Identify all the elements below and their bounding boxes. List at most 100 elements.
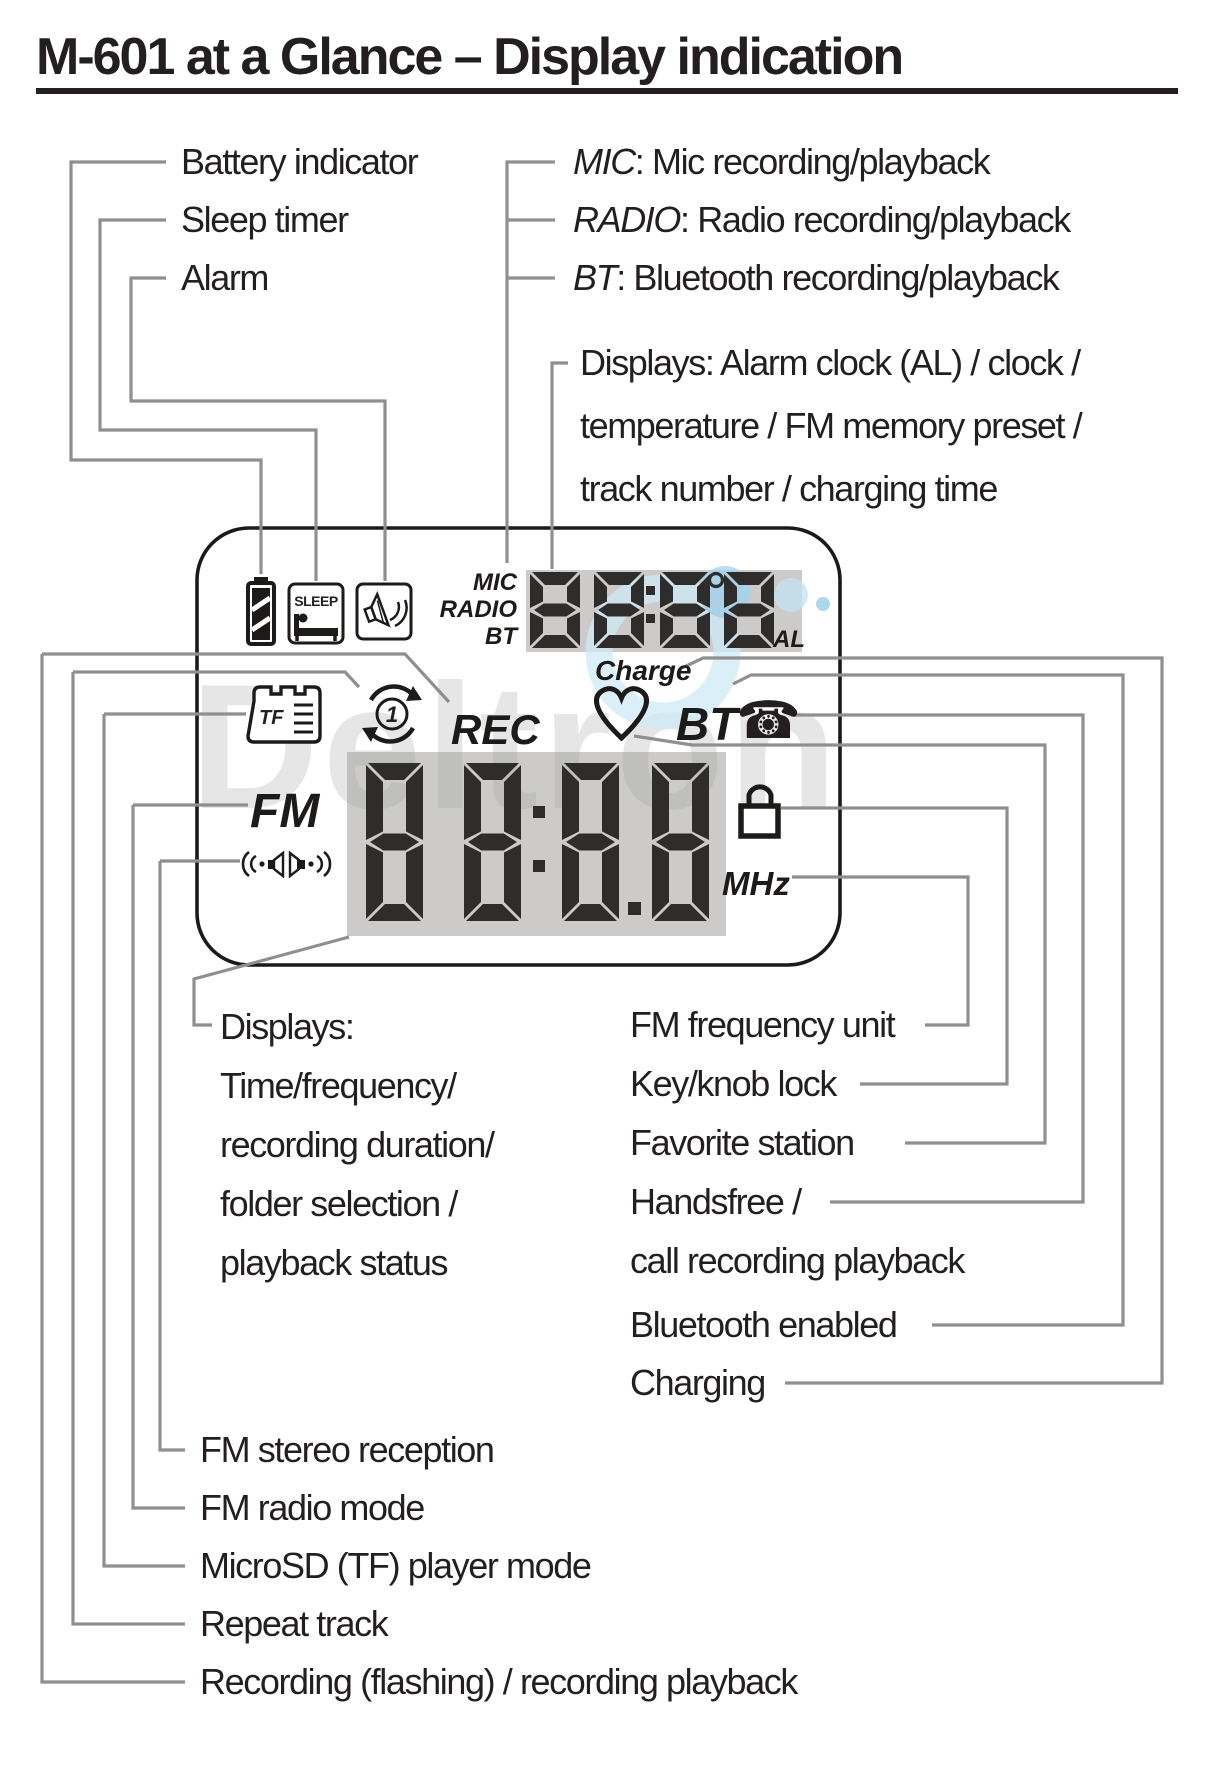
label-main-display-4: folder selection /	[220, 1183, 458, 1224]
seven-segment-digit	[726, 572, 772, 585]
seven-segment-digit	[596, 635, 642, 648]
seven-segment-digit	[761, 574, 774, 608]
radio-indicator: RADIO	[440, 596, 518, 623]
fm-indicator: FM	[250, 785, 320, 838]
seven-segment-digit	[530, 612, 543, 646]
bt-indicator: BT	[485, 623, 519, 650]
rec-indicator: REC	[451, 706, 540, 753]
seven-segment-digit	[662, 635, 708, 648]
label-radio-term: RADIO	[573, 199, 680, 240]
leader-lines	[40, 160, 1164, 1684]
connector-top-display	[550, 361, 568, 569]
seven-segment-digit	[726, 635, 772, 648]
seven-segment-digit	[468, 833, 517, 851]
repeat-one-label: 1	[386, 702, 398, 727]
seven-segment-digit	[504, 765, 521, 840]
label-radio-desc: : Radio recording/playback	[680, 199, 1072, 240]
favorite-heart-icon	[594, 686, 649, 742]
label-top-display-3: track number / charging time	[580, 468, 997, 509]
seven-segment-digit	[534, 603, 576, 617]
logo-circle-medium	[774, 578, 808, 612]
bluetooth-indicator: BT	[676, 698, 741, 750]
sleep-pillow	[298, 613, 308, 623]
seven-segment-digit	[660, 574, 673, 608]
seven-segment-digit	[567, 574, 580, 608]
fm-stereo-icon	[241, 850, 332, 879]
seven-segment-digit	[366, 844, 383, 919]
seven-segment-digit	[368, 904, 421, 921]
label-fm-mode: FM radio mode	[200, 1487, 424, 1528]
seven-segment-digit	[602, 765, 619, 840]
label-sleep: Sleep timer	[181, 199, 349, 240]
label-recording: Recording (flashing) / recording playbac…	[200, 1661, 799, 1702]
seven-segment-digit	[598, 603, 640, 617]
main-decimal-point	[628, 902, 641, 915]
connector-stereo-label	[158, 861, 185, 1452]
sleep-bed	[294, 614, 338, 636]
source-mode-labels: MIC RADIO BT	[440, 569, 520, 650]
sleep-label: SLEEP	[294, 593, 338, 609]
callout-labels: Battery indicator Sleep timer Alarm MIC:…	[181, 141, 1084, 1702]
label-main-display-5: playback status	[220, 1242, 448, 1283]
label-mic-term: MIC	[573, 141, 637, 182]
label-main-display-1: Displays:	[220, 1006, 353, 1047]
connector-alarm	[129, 276, 387, 581]
connector-repeat-label	[71, 672, 185, 1626]
seven-segment-digit	[724, 612, 737, 646]
mhz-indicator: MHz	[722, 865, 790, 902]
label-mic: MIC: Mic recording/playback	[573, 141, 992, 182]
connector-fm-label	[131, 805, 185, 1510]
sleep-timer-icon: SLEEP	[287, 582, 345, 645]
seven-segment-digit	[652, 844, 669, 919]
connector-main-display	[192, 935, 350, 1027]
label-fm-unit: FM frequency unit	[630, 1004, 896, 1045]
al-indicator: AL	[772, 626, 805, 653]
connector-keylock	[781, 806, 1009, 1086]
connector-bluetooth	[732, 673, 1125, 1327]
seven-segment-digit	[594, 612, 607, 646]
seven-segment-digit	[692, 844, 709, 919]
label-stereo: FM stereo reception	[200, 1429, 494, 1470]
tf-card-icon: TF	[246, 685, 322, 744]
top-colon-lower	[646, 614, 655, 623]
seven-segment-digit	[504, 844, 521, 919]
logo-circle-dot	[816, 597, 830, 611]
mic-indicator: MIC	[473, 569, 518, 596]
label-bt-desc: : Bluetooth recording/playback	[616, 257, 1061, 298]
seven-segment-digit	[596, 572, 642, 585]
degree-icon	[707, 571, 725, 589]
connector-mic-bracket	[505, 160, 555, 563]
seven-segment-digit	[664, 603, 706, 617]
repeat-track-icon: 1	[362, 684, 422, 744]
seven-segment-digit	[368, 763, 421, 780]
connector-handsfree	[791, 713, 1085, 1204]
seven-segment-digit	[652, 765, 669, 840]
seven-segment-digit	[466, 763, 519, 780]
alarm-waves	[389, 599, 408, 628]
key-lock-icon	[738, 784, 781, 839]
seven-segment-digit	[697, 574, 710, 608]
seven-segment-digit	[406, 844, 423, 919]
top-display-marks: AL	[646, 571, 805, 653]
seven-segment-digit	[692, 765, 709, 840]
label-repeat: Repeat track	[200, 1603, 390, 1644]
seven-segment-digit	[631, 612, 644, 646]
seven-segment-digit	[532, 635, 578, 648]
alarm-icon	[355, 582, 413, 641]
seven-segment-digit	[631, 574, 644, 608]
label-keylock: Key/knob lock	[630, 1063, 838, 1104]
label-favorite: Favorite station	[630, 1122, 854, 1163]
top-colon-upper	[646, 586, 655, 595]
label-bt: BT: Bluetooth recording/playback	[573, 257, 1061, 298]
page-title: M-601 at a Glance – Display indication	[36, 28, 902, 86]
label-mic-desc: : Mic recording/playback	[635, 141, 992, 182]
seven-segment-digit	[562, 844, 579, 919]
seven-segment-digit	[566, 833, 615, 851]
seven-segment-digit	[594, 574, 607, 608]
label-handsfree-1: Handsfree /	[630, 1181, 802, 1222]
seven-segment-digit	[654, 763, 707, 780]
main-colon-lower	[533, 860, 545, 872]
seven-segment-digit	[466, 904, 519, 921]
